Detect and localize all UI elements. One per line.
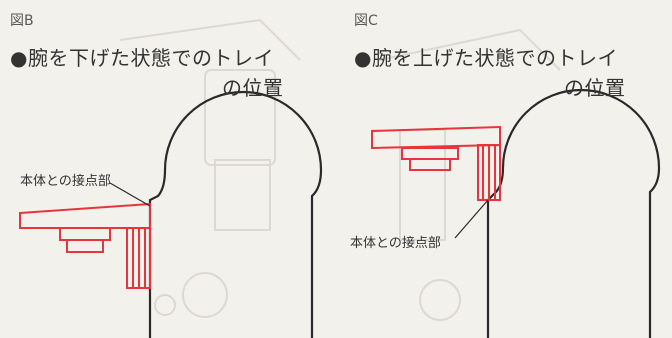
- figure-b-id: 図B: [10, 13, 34, 29]
- figure-c-caption-line2: の位置: [564, 76, 626, 100]
- tray-c: [371, 125, 501, 201]
- device-body-b: [148, 90, 323, 338]
- leader-line-b: [109, 182, 151, 207]
- figure-b-caption-line1: ●腕を下げた状態でのトレイ: [10, 46, 274, 70]
- device-body-c: [486, 88, 661, 338]
- figure-b-caption-line2: の位置: [222, 76, 284, 100]
- figure-c-id: 図C: [354, 13, 378, 29]
- leader-line-c: [454, 199, 489, 239]
- figure-c-caption-line1: ●腕を上げた状態でのトレイ: [354, 46, 618, 70]
- figure-c-contact-label: 本体との接点部: [350, 236, 441, 251]
- tray-b: [19, 202, 151, 289]
- figure-b-contact-label: 本体との接点部: [20, 174, 111, 189]
